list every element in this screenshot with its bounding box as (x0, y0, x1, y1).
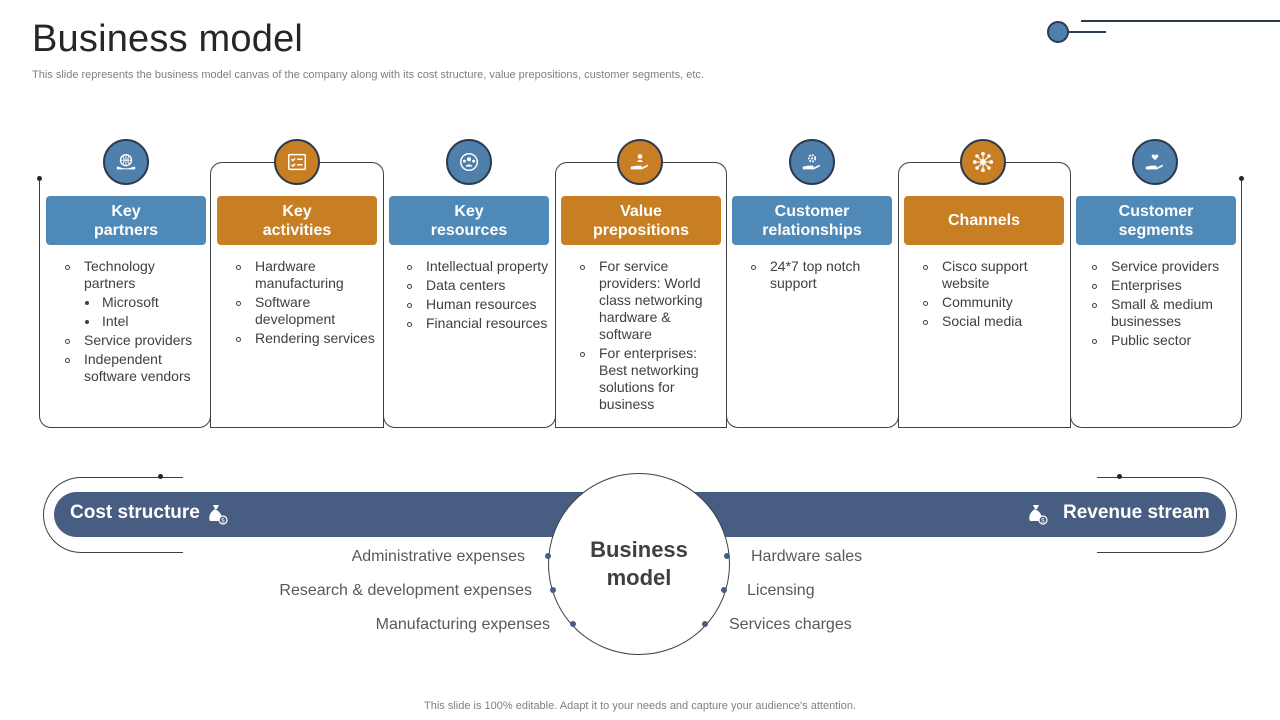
revenue-item: Hardware sales (751, 548, 863, 565)
globe-people-icon (446, 139, 492, 185)
cost-arc (43, 477, 183, 553)
list-item: Service providers (64, 332, 204, 349)
decor-line (1069, 31, 1106, 33)
frame-customer-segments (1070, 178, 1242, 428)
cost-point (545, 553, 551, 559)
cost-item: Manufacturing expenses (375, 616, 550, 633)
money-bag-icon: $ (1025, 502, 1049, 526)
cost-point (550, 587, 556, 593)
checklist-icon (274, 139, 320, 185)
svg-text:$: $ (221, 519, 225, 525)
revenue-point (702, 621, 708, 627)
cost-item: Administrative expenses (351, 548, 525, 565)
list-customer-segments: Service providers Enterprises Small & me… (1091, 258, 1236, 351)
list-item: Public sector (1091, 332, 1236, 349)
list-item: Intel (64, 313, 204, 330)
list-item: Social media (922, 313, 1062, 330)
page-subtitle: This slide represents the business model… (32, 69, 704, 81)
list-item: Independent software vendors (64, 351, 204, 385)
arc-end-dot (158, 474, 163, 479)
list-key-activities: Hardware manufacturing Software developm… (235, 258, 383, 349)
arc-end-dot (1117, 474, 1122, 479)
list-item: Intellectual property (406, 258, 556, 275)
connector (555, 420, 727, 428)
revenue-point (724, 553, 730, 559)
header-channels: Channels (904, 196, 1064, 245)
list-item: Small & medium businesses (1091, 296, 1236, 330)
cost-item: Research & development expenses (279, 582, 532, 599)
list-customer-relationships: 24*7 top notch support (750, 258, 890, 294)
list-item: Hardware manufacturing (235, 258, 383, 292)
revenue-arc (1097, 477, 1237, 553)
list-item: Human resources (406, 296, 556, 313)
svg-text:$: $ (1041, 519, 1045, 525)
hand-heart-icon (1132, 139, 1178, 185)
list-key-partners: Technology partners Microsoft Intel Serv… (64, 258, 204, 387)
list-item: Community (922, 294, 1062, 311)
revenue-item: Services charges (729, 616, 852, 633)
decor-circle (1047, 21, 1069, 43)
hand-person-icon (617, 139, 663, 185)
list-item: Technology partners (64, 258, 204, 292)
cost-point (570, 621, 576, 627)
money-bag-icon: $ (205, 502, 229, 526)
revenue-point (721, 587, 727, 593)
footer-note: This slide is 100% editable. Adapt it to… (424, 700, 856, 712)
page-title: Business model (32, 18, 304, 60)
cost-structure-label: Cost structure (70, 502, 200, 523)
list-item: Enterprises (1091, 277, 1236, 294)
frame-end-dot (37, 176, 42, 181)
hand-gear-icon (789, 139, 835, 185)
list-item: Microsoft (64, 294, 204, 311)
connector (898, 420, 1071, 428)
decor-line (1081, 20, 1280, 22)
connector (210, 420, 384, 428)
list-item: Rendering services (235, 330, 383, 347)
frame-end-dot (1239, 176, 1244, 181)
list-channels: Cisco support website Community Social m… (922, 258, 1062, 332)
list-item: Financial resources (406, 315, 556, 332)
list-item: 24*7 top notch support (750, 258, 890, 292)
list-item: Software development (235, 294, 383, 328)
revenue-stream-label: Revenue stream (1063, 502, 1210, 523)
list-key-resources: Intellectual property Data centers Human… (406, 258, 556, 334)
list-item: For service providers: World class netwo… (579, 258, 719, 343)
network-icon (960, 139, 1006, 185)
list-item: Service providers (1091, 258, 1236, 275)
list-item: Data centers (406, 277, 556, 294)
list-item: Cisco support website (922, 258, 1062, 292)
list-item: For enterprises: Best networking solutio… (579, 345, 719, 413)
revenue-item: Licensing (747, 582, 815, 599)
list-value-prepositions: For service providers: World class netwo… (579, 258, 719, 415)
globe-hands-icon (103, 139, 149, 185)
